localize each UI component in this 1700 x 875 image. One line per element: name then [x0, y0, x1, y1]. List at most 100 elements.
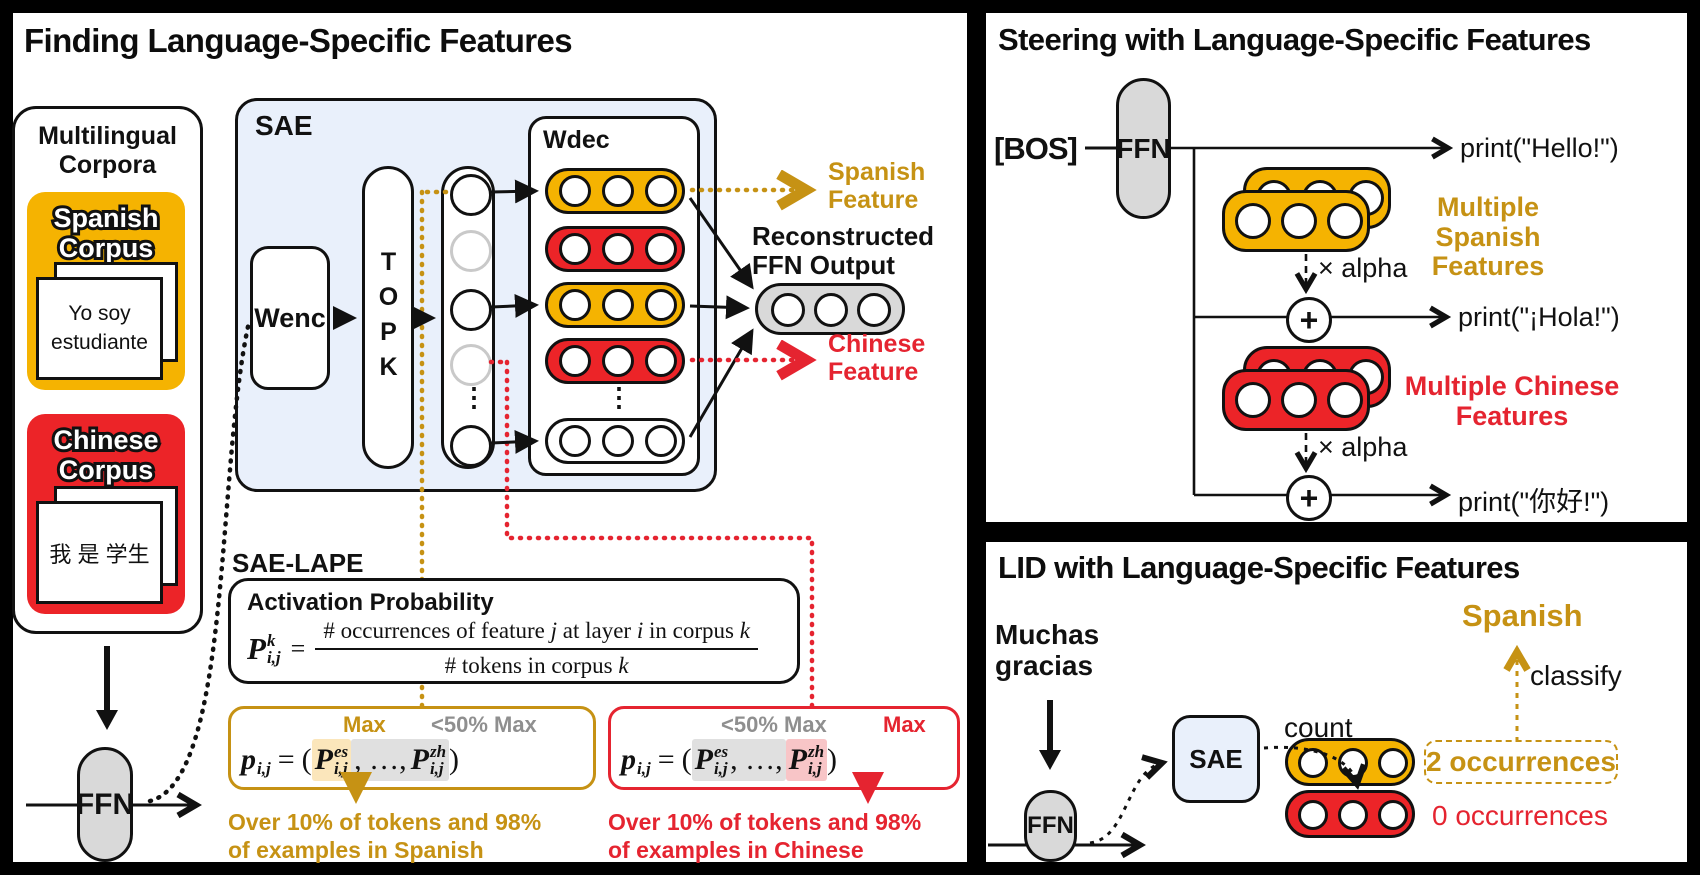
p-var: p — [241, 743, 256, 776]
lt50-label-zh: <50% Max — [721, 712, 827, 737]
wdec-label: Wdec — [543, 126, 610, 154]
wdec-feature-row-yellow — [545, 168, 685, 214]
activation-title: Activation Probability — [247, 589, 494, 616]
latent-node-active — [450, 174, 492, 216]
recon-label: Reconstructed FFN Output — [752, 221, 935, 281]
finding-title: Finding Language-Specific Features — [24, 22, 573, 59]
chinese-feature-label: Chinese Feature — [828, 330, 926, 386]
wdec-feature-row-white — [545, 418, 685, 464]
act-eq: = — [290, 633, 306, 663]
feature-unit — [1235, 381, 1271, 418]
act-fraction: # occurrences of feature j at layer i in… — [315, 617, 758, 681]
feature-unit — [559, 344, 591, 377]
latent-node-inactive — [450, 344, 492, 386]
multiple-chinese-label: Multiple Chinese Features — [1404, 371, 1620, 431]
lid-sae-label: SAE — [1189, 743, 1243, 774]
spanish-doc-front: Yo soy estudiante — [36, 277, 163, 380]
plus-node-1: + — [1286, 297, 1332, 343]
feature-unit — [1281, 202, 1317, 239]
chinese-corpus-label: Chinese Corpus — [50, 422, 161, 488]
feature-unit — [559, 424, 591, 457]
feature-unit — [645, 344, 677, 377]
feature-unit — [1327, 202, 1363, 239]
steering-ffn: FFN — [1116, 78, 1171, 219]
wdec-feature-row-yellow — [545, 282, 685, 328]
wenc-label: Wenc — [254, 302, 326, 333]
feature-unit — [645, 424, 677, 457]
spanish-feature-label: Spanish Feature — [828, 158, 926, 214]
lid-chinese-pill — [1285, 790, 1415, 838]
wdec-feature-row-red — [545, 338, 685, 384]
act-sup: k — [266, 630, 276, 650]
multiple-spanish-label: Multiple Spanish Features — [1431, 192, 1545, 282]
classify-label: classify — [1530, 660, 1622, 691]
chinese-criterion-caption: Over 10% of tokens and 98%of examples in… — [608, 809, 922, 864]
latent-node-active — [450, 425, 492, 467]
chinese-sentence: 我 是 学生 — [49, 541, 150, 567]
feature-unit — [602, 344, 634, 377]
lid-sae-box: SAE — [1172, 715, 1260, 803]
print-nihao: print("你好!") — [1458, 487, 1610, 517]
max-label-es: Max — [343, 712, 386, 737]
finding-ffn: FFN — [75, 747, 135, 862]
act-sub: i,j — [266, 647, 281, 667]
feature-unit — [1235, 202, 1271, 239]
lid-ffn: FFN — [1024, 790, 1077, 862]
act-P: P — [247, 630, 266, 666]
p-var: p — [621, 743, 636, 776]
latent-ellipsis: ⋮ — [461, 382, 487, 412]
finding-ffn-label: FFN — [75, 787, 135, 821]
sae-lape-label: SAE-LAPE — [232, 548, 364, 578]
panel-steering — [981, 8, 1692, 527]
feature-unit — [559, 174, 591, 207]
steering-title: Steering with Language-Specific Features — [998, 22, 1591, 57]
lid-title: LID with Language-Specific Features — [998, 550, 1520, 585]
feature-unit — [602, 424, 634, 457]
count-label: count — [1284, 712, 1353, 743]
chinese-doc-front: 我 是 学生 — [36, 501, 163, 604]
steering-ffn-label: FFN — [1116, 132, 1171, 164]
feature-unit — [645, 232, 677, 265]
lt50-label-es: <50% Max — [431, 712, 537, 737]
wenc-box: Wenc — [250, 246, 330, 390]
lid-spanish-pill — [1285, 738, 1415, 786]
spanish-features-pill-front — [1222, 190, 1370, 252]
feature-unit — [559, 288, 591, 321]
topk-label: TOPK — [374, 247, 403, 388]
max-label-zh: Max — [883, 712, 926, 737]
bos-token: [BOS] — [994, 131, 1078, 166]
plus-node-2: + — [1286, 475, 1332, 521]
classify-result: Spanish — [1462, 598, 1583, 633]
alpha-label-1: × alpha — [1318, 253, 1408, 283]
corpora-title: Multilingual Corpora — [38, 122, 177, 179]
recon-pill — [755, 283, 905, 335]
lid-input-text: Muchas gracias — [995, 619, 1100, 681]
spanish-sentence: Yo soy estudiante — [51, 302, 148, 354]
feature-unit — [602, 232, 634, 265]
feature-unit — [645, 288, 677, 321]
feature-unit — [645, 174, 677, 207]
feature-unit — [602, 174, 634, 207]
act-denominator: # tokens in corpus k — [444, 652, 629, 678]
print-hola: print("¡Hola!") — [1458, 302, 1620, 332]
sae-label: SAE — [255, 110, 313, 141]
feature-unit — [1327, 381, 1363, 418]
wdec-feature-row-red — [545, 226, 685, 272]
act-numerator: # occurrences of feature j at layer i in… — [315, 617, 758, 650]
feature-unit — [1281, 381, 1317, 418]
latent-node-inactive — [450, 230, 492, 272]
spanish-criterion-caption: Over 10% of tokens and 98%of examples in… — [228, 809, 542, 864]
chinese-occurrences-label: 0 occurrences — [1432, 800, 1608, 831]
chinese-features-pill-front — [1222, 369, 1370, 431]
latent-node-active — [450, 289, 492, 331]
feature-unit — [602, 288, 634, 321]
print-hello: print("Hello!") — [1460, 133, 1619, 163]
lid-ffn-label: FFN — [1027, 812, 1074, 839]
